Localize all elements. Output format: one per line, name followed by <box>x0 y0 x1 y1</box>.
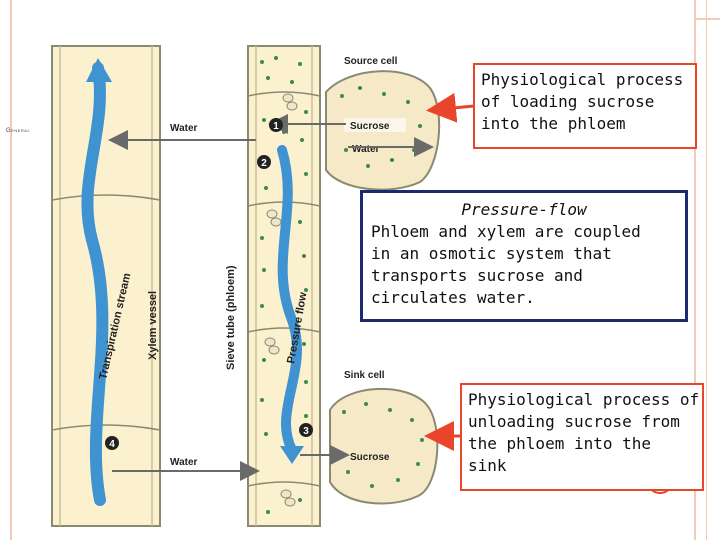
svg-text:3: 3 <box>303 426 309 437</box>
loading-callout: Physiological process of loading sucrose… <box>473 63 697 149</box>
water-top-label: Water <box>170 123 198 134</box>
slide-border-top <box>696 18 720 20</box>
pressure-flow-line: transports sucrose and <box>371 266 583 285</box>
sieve-tube-label: Sieve tube (phloem) <box>225 265 237 370</box>
loading-callout-line: into the phloem <box>481 114 626 133</box>
transpiration-arrow <box>81 62 109 506</box>
unloading-callout-line: unloading sucrose from <box>468 412 680 431</box>
loading-callout-line: of loading sucrose <box>481 92 655 111</box>
pressure-flow-line: Phloem and xylem are coupled <box>371 222 641 241</box>
xylem-vessel-label: Xylem vessel <box>147 291 159 360</box>
transpiration-arrowhead <box>86 58 112 82</box>
pressure-flow-line: in an osmotic system that <box>371 244 612 263</box>
pressure-flow-callout: Pressure-flow Phloem and xylem are coupl… <box>360 190 688 322</box>
unloading-callout-line: sink <box>468 456 507 475</box>
water-source-label: Water <box>352 144 380 155</box>
source-cell-label: Source cell <box>344 56 398 67</box>
sink-cell <box>329 387 439 505</box>
unloading-callout-line: the phloem into the <box>468 434 652 453</box>
sucrose-dots <box>260 56 308 514</box>
pressure-flow-line: circulates water. <box>371 288 535 307</box>
svg-text:2: 2 <box>261 158 267 169</box>
step-3-badge: 3 <box>299 423 313 437</box>
step-1-badge: 1 <box>269 118 283 132</box>
section-label: General <box>6 128 31 134</box>
pressure-flow-title: Pressure-flow <box>461 200 587 219</box>
unloading-callout-line: Physiological process of <box>468 390 700 409</box>
slide-border-left <box>10 0 12 540</box>
step-4-badge: 4 <box>105 436 119 450</box>
unloading-callout: Physiological process of unloading sucro… <box>460 383 704 491</box>
loading-callout-pointer <box>426 92 475 123</box>
sucrose-sink-label: Sucrose <box>350 452 390 463</box>
svg-text:1: 1 <box>273 121 279 132</box>
sucrose-source-label: Sucrose <box>350 121 390 132</box>
step-2-badge: 2 <box>257 155 271 169</box>
sink-cell-label: Sink cell <box>344 370 385 381</box>
pressure-flow-arrowhead <box>280 446 304 464</box>
slide-border-right <box>694 0 696 540</box>
water-bottom-label: Water <box>170 457 198 468</box>
loading-callout-line: Physiological process <box>481 70 684 89</box>
plastid-bodies <box>264 93 298 507</box>
slide-border-right-inner <box>706 0 707 540</box>
pressure-flow-arrow <box>277 145 302 455</box>
svg-text:4: 4 <box>109 439 115 450</box>
